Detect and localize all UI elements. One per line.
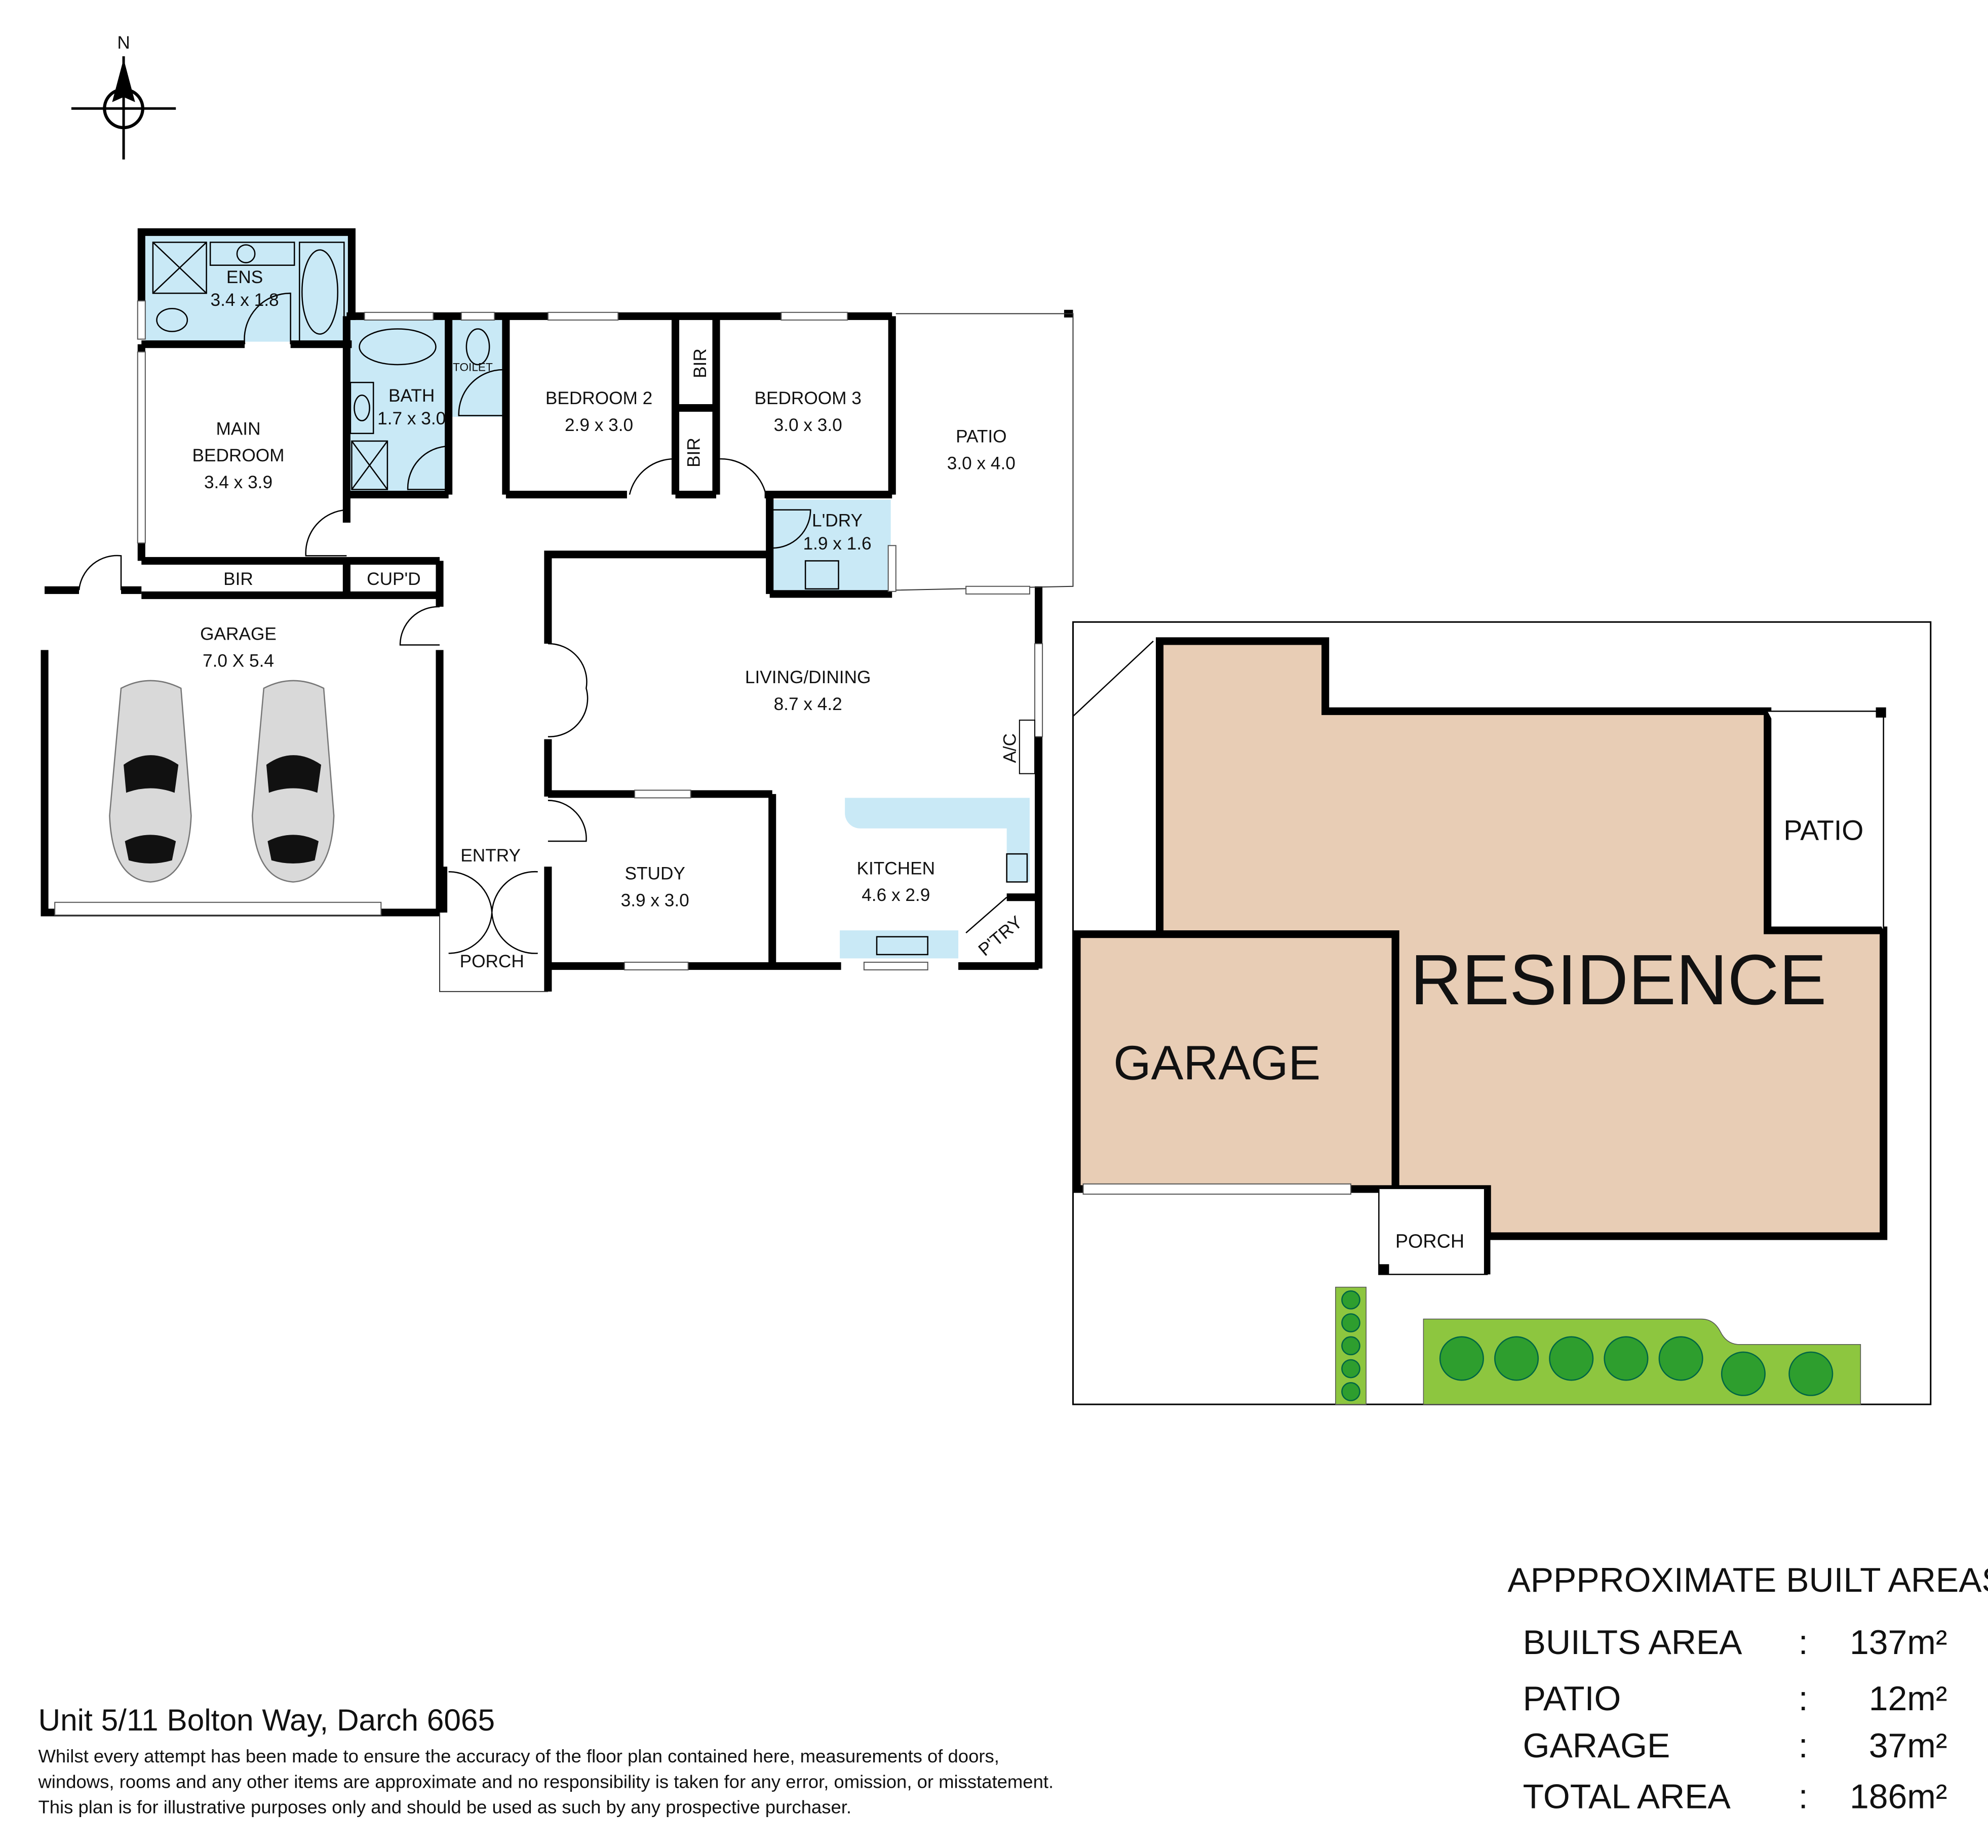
room-bir-b-name: BIR xyxy=(684,438,704,467)
room-laundry-dims: 1.9 x 1.6 xyxy=(803,534,871,554)
room-porch-name: PORCH xyxy=(460,952,524,971)
area-sep: : xyxy=(1799,1680,1808,1718)
room-main-bedroom-name2: BEDROOM xyxy=(192,446,285,465)
site-plan: RESIDENCE GARAGE PATIO PORCH xyxy=(1072,621,1932,1405)
room-living-dims: 8.7 x 4.2 xyxy=(774,694,842,714)
room-living-name: LIVING/DINING xyxy=(745,667,871,687)
room-bir-a-name: BIR xyxy=(690,348,710,378)
room-study-name: STUDY xyxy=(625,863,685,883)
areas-title: APPPROXIMATE BUILT AREAS xyxy=(1507,1561,1988,1599)
area-value: 137m² xyxy=(1850,1624,1947,1662)
room-main-bedroom-dims: 3.4 x 3.9 xyxy=(204,473,272,492)
garage-door xyxy=(1082,1183,1351,1195)
north-compass-icon: N xyxy=(71,33,176,160)
room-study-dims: 3.9 x 3.0 xyxy=(621,890,689,910)
site-residence-label: RESIDENCE xyxy=(1410,939,1826,1019)
compass-north-label: N xyxy=(117,33,130,53)
walls xyxy=(41,228,1073,992)
room-bedroom3-name: BEDROOM 3 xyxy=(754,388,861,408)
site-diagonal xyxy=(1072,641,1154,717)
area-sep: : xyxy=(1799,1778,1808,1816)
area-sep: : xyxy=(1799,1624,1808,1662)
area-label: GARAGE xyxy=(1523,1727,1670,1765)
room-kitchen-name: KITCHEN xyxy=(856,858,935,878)
disclaimer-line: This plan is for illustrative purposes o… xyxy=(38,1797,851,1818)
area-value: 186m² xyxy=(1850,1778,1947,1816)
room-kitchen-dims: 4.6 x 2.9 xyxy=(862,885,930,905)
area-value: 37m² xyxy=(1869,1727,1947,1765)
site-garage-label: GARAGE xyxy=(1113,1036,1320,1090)
room-bath-dims: 1.7 x 3.0 xyxy=(377,409,446,428)
door-swings xyxy=(78,292,811,954)
garden-bed xyxy=(1335,1286,1861,1405)
room-bir-main-name: BIR xyxy=(223,569,253,589)
area-sep: : xyxy=(1799,1727,1808,1765)
room-main-bedroom-name1: MAIN xyxy=(216,419,260,439)
room-patio-dims: 3.0 x 4.0 xyxy=(947,453,1016,473)
windows xyxy=(54,300,1043,971)
room-ens-name: ENS xyxy=(226,267,263,287)
room-toilet-name: TOILET xyxy=(453,361,493,374)
disclaimer-line: windows, rooms and any other items are a… xyxy=(37,1771,1054,1792)
room-bath-name: BATH xyxy=(388,386,435,406)
car-icon xyxy=(251,680,335,883)
room-patio-name: PATIO xyxy=(956,426,1006,446)
room-pantry-name: P'TRY xyxy=(974,912,1026,960)
patio-outline xyxy=(895,313,1074,591)
porch-outline xyxy=(439,912,548,992)
area-label: PATIO xyxy=(1523,1680,1621,1718)
ac-unit xyxy=(1019,719,1036,774)
garage-footprint xyxy=(1073,930,1399,1193)
area-label: BUILTS AREA xyxy=(1523,1624,1743,1662)
area-label: TOTAL AREA xyxy=(1523,1778,1731,1816)
disclaimer-line: Whilst every attempt has been made to en… xyxy=(38,1746,999,1766)
car-icon xyxy=(109,680,192,883)
area-value: 12m² xyxy=(1869,1680,1947,1718)
room-cupboard-name: CUP'D xyxy=(367,569,421,589)
room-bedroom2-name: BEDROOM 2 xyxy=(545,388,652,408)
room-bedroom2-dims: 2.9 x 3.0 xyxy=(565,415,633,435)
site-porch-label: PORCH xyxy=(1395,1231,1464,1252)
built-areas-table: APPPROXIMATE BUILT AREAS BUILTS AREA : 1… xyxy=(1507,1561,1988,1816)
room-laundry-name: L'DRY xyxy=(812,510,863,530)
pantry-diagonal xyxy=(965,896,1007,934)
room-entry-name: ENTRY xyxy=(460,846,521,866)
room-garage-name: GARAGE xyxy=(200,624,277,644)
site-patio-label: PATIO xyxy=(1784,814,1864,846)
room-ac-name: A/C xyxy=(1000,733,1020,763)
room-bedroom3-dims: 3.0 x 3.0 xyxy=(774,415,842,435)
room-garage-dims: 7.0 X 5.4 xyxy=(203,651,274,671)
room-ens-dims: 3.4 x 1.8 xyxy=(211,290,279,310)
property-address: Unit 5/11 Bolton Way, Darch 6065 xyxy=(38,1703,495,1737)
